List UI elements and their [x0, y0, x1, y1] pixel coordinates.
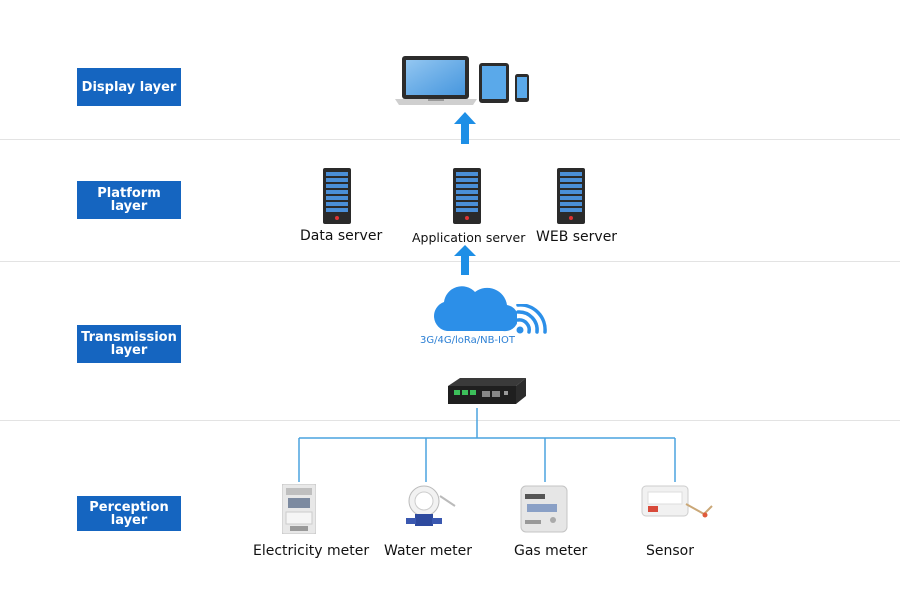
layer-divider: [0, 139, 900, 140]
water-meter-icon: [400, 484, 460, 530]
display-layer-label: Display layer: [77, 68, 181, 106]
wireless-signal-icon: [514, 304, 554, 338]
gateway-icon: [444, 374, 530, 408]
layer-divider: [0, 420, 900, 421]
network-protocols-label: 3G/4G/loRa/NB-IOT: [420, 335, 515, 346]
tablet-icon: [479, 63, 509, 103]
laptop-icon: [395, 56, 477, 105]
gas-meter-label: Gas meter: [514, 543, 588, 559]
sensor-icon: [640, 480, 716, 526]
layer-divider: [0, 261, 900, 262]
platform-layer-label: Platform layer: [77, 181, 181, 219]
arrow-up-icon: [454, 112, 476, 144]
gas-meter-icon: [519, 484, 569, 534]
cloud-icon: [431, 283, 517, 333]
perception-layer-label: Perception layer: [77, 496, 181, 531]
sensor-label: Sensor: [646, 543, 694, 559]
application-server-label: Application server: [412, 230, 526, 245]
electricity-meter-icon: [282, 484, 316, 534]
electricity-meter-label: Electricity meter: [253, 543, 370, 559]
data-server-label: Data server: [300, 228, 383, 244]
arrow-up-icon: [454, 245, 476, 275]
water-meter-label: Water meter: [384, 543, 472, 559]
display-devices: [393, 52, 533, 112]
server-icon: [557, 168, 585, 224]
web-server-label: WEB server: [536, 229, 618, 245]
phone-icon: [515, 74, 529, 102]
server-icon: [453, 168, 481, 224]
transmission-layer-label: Transmission layer: [77, 325, 181, 363]
server-icon: [323, 168, 351, 224]
